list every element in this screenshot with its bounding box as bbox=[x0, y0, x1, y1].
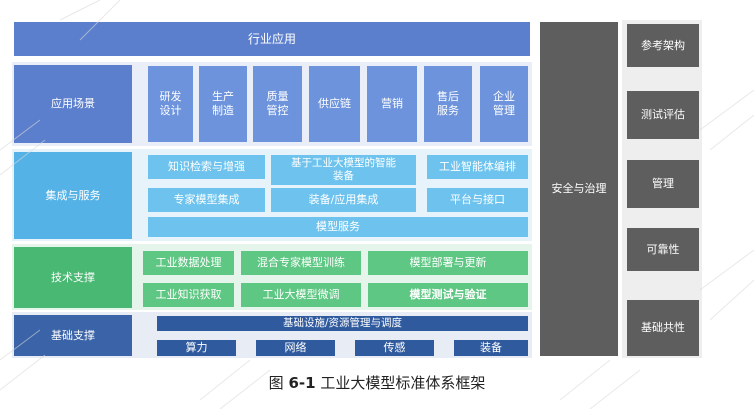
caption-prefix: 图 bbox=[268, 374, 289, 392]
agent-orchestration-box: 工业智能体编排 bbox=[427, 155, 528, 179]
side-management: 管理 bbox=[627, 160, 699, 208]
model-service-bar: 模型服务 bbox=[148, 217, 528, 237]
expert-model-box: 专家模型集成 bbox=[148, 188, 265, 212]
row-header-scenario: 应用场景 bbox=[14, 65, 132, 143]
mixed-expert-training-box: 混合专家模型训练 bbox=[241, 251, 361, 275]
figure-caption: 图 6-1 工业大模型标准体系框架 bbox=[0, 372, 754, 393]
scenario-rd-design: 研发 设计 bbox=[148, 66, 193, 142]
row-header-base: 基础支撑 bbox=[14, 315, 132, 356]
knowledge-acquire-box: 工业知识获取 bbox=[143, 283, 234, 307]
scenario-marketing: 营销 bbox=[367, 66, 417, 142]
base-item-sensing: 传感 bbox=[355, 340, 434, 356]
data-processing-box: 工业数据处理 bbox=[143, 251, 234, 275]
base-item-network: 网络 bbox=[256, 340, 335, 356]
scenario-production: 生产 制造 bbox=[199, 66, 247, 142]
side-common-basis: 基础共性 bbox=[627, 300, 699, 356]
scenario-quality: 质量 管控 bbox=[253, 66, 302, 142]
industry-application-bar: 行业应用 bbox=[14, 22, 530, 56]
side-test-evaluation: 测试评估 bbox=[627, 91, 699, 139]
platform-interface-box: 平台与接口 bbox=[427, 188, 528, 212]
side-reliability: 可靠性 bbox=[627, 228, 699, 271]
knowledge-search-box: 知识检索与增强 bbox=[148, 155, 265, 179]
test-verify-box: 模型测试与验证 bbox=[368, 283, 528, 307]
row-header-integration: 集成与服务 bbox=[14, 152, 132, 239]
infrastructure-bar: 基础设施/资源管理与调度 bbox=[157, 316, 528, 331]
equipment-app-integration-box: 装备/应用集成 bbox=[271, 188, 416, 212]
caption-title: 工业大模型标准体系框架 bbox=[315, 374, 486, 392]
scenario-supply-chain: 供应链 bbox=[309, 66, 360, 142]
caption-number: 6-1 bbox=[288, 374, 316, 392]
base-item-equipment: 装备 bbox=[454, 340, 528, 356]
row-header-tech: 技术支撑 bbox=[14, 247, 132, 308]
deploy-update-box: 模型部署与更新 bbox=[368, 251, 528, 275]
finetune-box: 工业大模型微调 bbox=[241, 283, 361, 307]
security-governance-column: 安全与治理 bbox=[540, 22, 618, 356]
scenario-after-sales: 售后 服务 bbox=[424, 66, 472, 142]
side-reference-architecture: 参考架构 bbox=[627, 24, 699, 67]
scenario-enterprise-mgmt: 企业 管理 bbox=[480, 66, 528, 142]
base-item-compute: 算力 bbox=[157, 340, 236, 356]
intelligent-equipment-box: 基于工业大模型的智能 装备 bbox=[271, 155, 416, 185]
